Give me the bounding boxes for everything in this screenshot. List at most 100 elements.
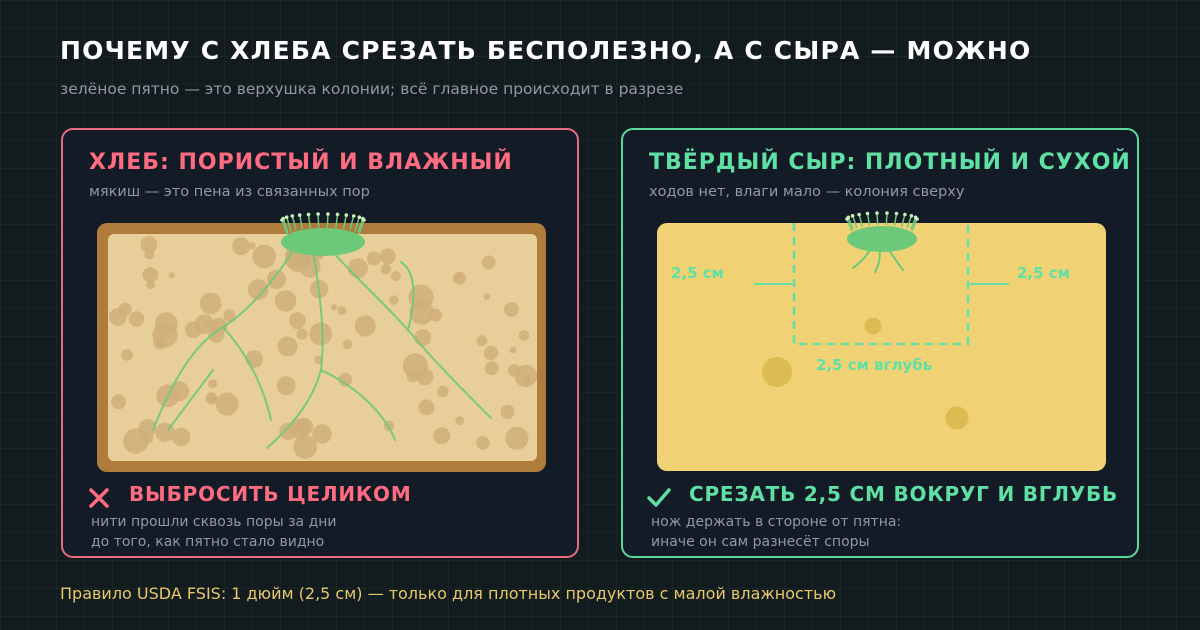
spore-head (846, 215, 851, 220)
usda-rule-footer: Правило USDA FSIS: 1 дюйм (2,5 см) — тол… (60, 584, 837, 603)
bread-pore (380, 263, 392, 275)
bread-pore (123, 428, 149, 454)
bread-pore (455, 416, 465, 425)
bread-pore (109, 308, 127, 326)
spore-stalk (326, 213, 329, 229)
cheese-note-line1: нож держать в стороне от пятна: (651, 514, 902, 530)
bread-pore (210, 317, 228, 335)
cheese-note-line2: иначе он сам разнесёт споры (651, 534, 870, 550)
bread-pore (402, 353, 428, 379)
spore-stalk (307, 214, 311, 229)
spore-stalk (846, 218, 853, 232)
bread-pore (379, 248, 396, 265)
bread-pore (433, 427, 451, 445)
spore-head (875, 211, 879, 215)
spore-head (357, 215, 362, 219)
bread-pore (342, 339, 353, 350)
bread-pore (289, 312, 306, 330)
spore-head (297, 213, 302, 217)
bread-pore (521, 376, 531, 386)
bread-pore (142, 432, 154, 444)
bread-pore (330, 304, 338, 311)
spore-stalk (900, 214, 906, 227)
spore-stalk (893, 213, 898, 226)
cheese-holes (762, 317, 969, 430)
mold-hyphae (152, 247, 492, 449)
bread-pore (509, 346, 517, 354)
spore-stalk (357, 218, 364, 233)
spore-stalk (911, 218, 918, 232)
bread-pore (337, 306, 347, 316)
cheese-panel-subtitle: ходов нет, влаги мало — колония сверху (649, 184, 965, 200)
bread-pore (199, 292, 222, 315)
bread-pore (204, 320, 211, 327)
bread-verdict: ВЫБРОСИТЬ ЦЕЛИКОМ (129, 482, 412, 506)
bread-panel: ХЛЕБ: ПОРИСТЫЙ И ВЛАЖНЫЙ мякиш — это пен… (61, 128, 579, 558)
cheese-note: нож держать в стороне от пятна: иначе он… (651, 512, 901, 552)
bread-illustration (97, 212, 546, 472)
bread-pore (205, 392, 218, 405)
bread-pore (483, 345, 499, 361)
bread-note-line1: нити прошли сквозь поры за дни (91, 514, 337, 530)
spore-stalk (851, 215, 858, 229)
spore-head (344, 213, 349, 217)
bread-pore (409, 300, 434, 325)
bread-pore (155, 312, 178, 335)
cheese-panel-title: ТВЁРДЫЙ СЫР: ПЛОТНЫЙ И СУХОЙ (649, 150, 1131, 175)
spore-head (885, 211, 889, 215)
bread-pore (245, 350, 263, 368)
bread-pore (390, 271, 401, 282)
cheese-verdict: СРЕЗАТЬ 2,5 СМ ВОКРУГ И ВГЛУБЬ (689, 482, 1119, 506)
cheese-illustration: 2,5 см 2,5 см 2,5 см вглубь (657, 211, 1106, 471)
spore-head (306, 212, 311, 217)
bread-pore (248, 242, 256, 250)
bread-pore (274, 290, 297, 312)
bread-pore (223, 309, 236, 322)
bread-pore (504, 302, 519, 317)
spore-head (857, 212, 861, 217)
spore-head (284, 215, 289, 219)
cheese-block (657, 223, 1106, 471)
spore-head (281, 216, 285, 221)
spore-head (909, 214, 914, 218)
spore-stalk (354, 216, 361, 232)
bread-pore (266, 269, 286, 289)
bread-pore (484, 361, 499, 376)
bread-pore (111, 394, 126, 410)
spore-head (362, 218, 366, 222)
spore-stalk (847, 217, 854, 230)
bread-pore (194, 314, 215, 335)
bread-pore (232, 237, 251, 256)
bread-pore (347, 258, 368, 279)
page-subtitle: зелёное пятно — это верхушка колонии; вс… (60, 80, 684, 98)
bread-pore (142, 267, 159, 283)
bread-pore (354, 315, 376, 337)
bread-pore (518, 330, 530, 341)
bread-pore (296, 328, 308, 340)
spore-stalk (885, 213, 888, 226)
spore-stalk (866, 213, 871, 226)
bread-pore (476, 436, 490, 450)
bread-pore (153, 335, 168, 350)
bread-pore (314, 355, 323, 365)
bread-pore (252, 244, 276, 269)
bread-pore (367, 251, 381, 266)
bread-pore (338, 372, 353, 387)
page-title: ПОЧЕМУ С ХЛЕБА СРЕЗАТЬ БЕСПОЛЕЗНО, А С С… (60, 36, 1032, 65)
bread-pore (208, 379, 218, 389)
bread-pore (277, 336, 298, 357)
bread-pore (453, 271, 466, 285)
spore-stalk (281, 219, 288, 235)
spore-head (316, 212, 320, 216)
bread-pore (505, 426, 529, 450)
bread-pore (476, 335, 488, 347)
spore-stalk (298, 214, 304, 230)
cheese-mold-colony (845, 211, 919, 252)
cheese-panel: ТВЁРДЫЙ СЫР: ПЛОТНЫЙ И СУХОЙ ходов нет, … (621, 128, 1139, 558)
spore-stalk (282, 218, 289, 233)
cut-boundary (792, 223, 970, 346)
bread-panel-title: ХЛЕБ: ПОРИСТЫЙ И ВЛАЖНЫЙ (89, 150, 513, 175)
bread-pore (140, 236, 158, 253)
bread-pore (437, 385, 449, 398)
spore-stalk (317, 213, 320, 229)
